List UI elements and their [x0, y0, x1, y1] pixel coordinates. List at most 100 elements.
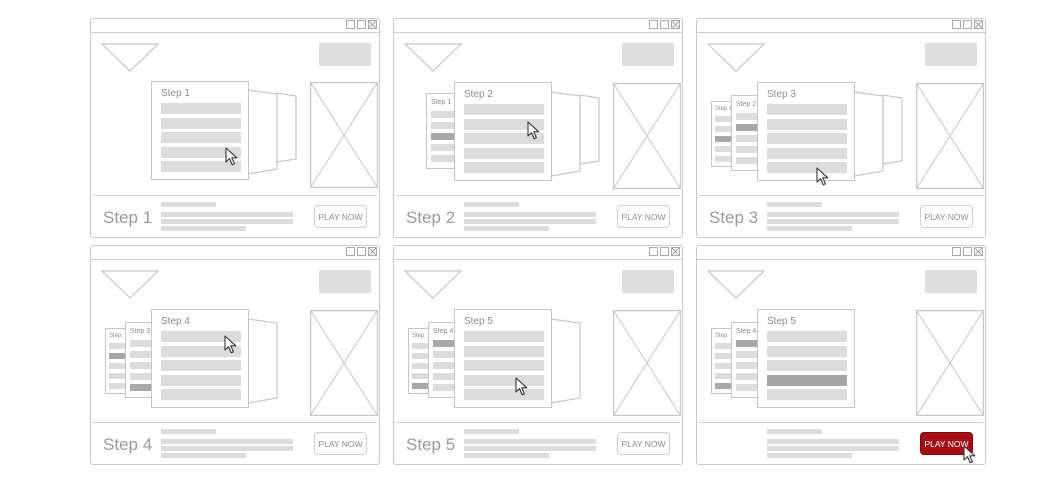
- window-maximize-icon[interactable]: [660, 20, 669, 29]
- window-minimize-icon[interactable]: [952, 20, 961, 29]
- play-now-button-active[interactable]: PLAY NOW: [920, 432, 973, 455]
- step-panel-final: Step Step 4 Step 5 PLAY NOW: [696, 245, 986, 465]
- play-now-button[interactable]: PLAY NOW: [920, 205, 973, 228]
- card-line: [161, 331, 241, 342]
- header-placeholder-button[interactable]: [925, 43, 977, 66]
- window-close-icon[interactable]: [368, 20, 377, 29]
- footer-line: [464, 429, 519, 434]
- next-card-preview: [247, 89, 278, 175]
- next-card-preview: [550, 318, 581, 404]
- image-placeholder-icon: [916, 310, 984, 416]
- card-line: [464, 360, 544, 371]
- triangle-logo-icon: [707, 43, 765, 72]
- previous-step-card[interactable]: Step 1: [426, 93, 456, 169]
- active-step-card[interactable]: Step 2: [454, 82, 552, 181]
- triangle-logo-icon: [404, 270, 462, 299]
- card-line: [767, 104, 847, 115]
- previous-step-card[interactable]: Step 4: [428, 322, 458, 398]
- previous-card-title: Step 4: [736, 328, 757, 335]
- window-maximize-icon[interactable]: [963, 247, 972, 256]
- header-placeholder-button[interactable]: [622, 270, 674, 293]
- card-line: [161, 161, 241, 172]
- play-now-button[interactable]: PLAY NOW: [617, 205, 670, 228]
- triangle-logo-icon: [101, 270, 159, 299]
- panel-footer: Step 4 PLAY NOW: [93, 422, 377, 463]
- card-line-selected: [431, 133, 455, 140]
- card-line: [431, 155, 455, 162]
- card-line: [431, 111, 455, 118]
- previous-step-card[interactable]: Step 2: [731, 95, 761, 171]
- panel-footer: Step 2 PLAY NOW: [396, 195, 680, 236]
- previous-card-title: Step 4: [433, 328, 454, 335]
- previous-step-card[interactable]: Step 3: [125, 322, 155, 398]
- header-placeholder-button[interactable]: [925, 270, 977, 293]
- window-close-icon[interactable]: [368, 247, 377, 256]
- card-line: [464, 148, 544, 159]
- step-label: Step 2: [406, 208, 456, 227]
- step-panel-2: Step 1 Step 2 Step 2 PLAY NOW: [393, 18, 683, 238]
- card-line: [161, 389, 241, 400]
- active-step-card[interactable]: Step 1: [151, 81, 249, 180]
- window-minimize-icon[interactable]: [346, 20, 355, 29]
- step-panel-5: Step Step 4 Step 5 Step 5 PLAY NOW: [393, 245, 683, 465]
- play-now-button[interactable]: PLAY NOW: [617, 432, 670, 455]
- window-close-icon[interactable]: [974, 247, 983, 256]
- card-line: [161, 118, 241, 129]
- card-line: [161, 360, 241, 371]
- next-card-preview: [853, 91, 884, 177]
- footer-line: [161, 212, 293, 217]
- window-titlebar: [697, 246, 985, 260]
- active-step-card[interactable]: Step 4: [151, 309, 249, 408]
- window-minimize-icon[interactable]: [346, 247, 355, 256]
- window-minimize-icon[interactable]: [649, 247, 658, 256]
- header-placeholder-button[interactable]: [622, 43, 674, 66]
- triangle-logo-icon: [101, 43, 159, 72]
- window-maximize-icon[interactable]: [357, 247, 366, 256]
- header-placeholder-button[interactable]: [319, 43, 371, 66]
- footer-line: [464, 212, 596, 217]
- card-line-selected: [715, 383, 735, 389]
- card-title: Step 5: [464, 316, 493, 327]
- active-step-card[interactable]: Step 3: [757, 82, 855, 181]
- footer-line: [767, 226, 852, 231]
- card-line-selected: [767, 375, 847, 386]
- footer-line: [767, 212, 899, 217]
- card-line: [433, 384, 457, 391]
- active-step-card[interactable]: Step 5: [454, 309, 552, 408]
- window-minimize-icon[interactable]: [649, 20, 658, 29]
- mouse-pointer-icon: [225, 147, 238, 166]
- footer-line: [464, 202, 519, 207]
- window-close-icon[interactable]: [671, 20, 680, 29]
- older-card-title: Step: [412, 333, 425, 339]
- header-placeholder-button[interactable]: [319, 270, 371, 293]
- next-card-preview: [550, 91, 581, 177]
- previous-card-title: Step 1: [431, 99, 452, 106]
- window-titlebar: [394, 246, 682, 260]
- active-step-card[interactable]: Step 5: [757, 309, 855, 408]
- footer-line: [161, 453, 246, 458]
- window-maximize-icon[interactable]: [660, 247, 669, 256]
- card-line: [412, 353, 432, 359]
- window-close-icon[interactable]: [974, 20, 983, 29]
- card-line: [412, 343, 432, 349]
- footer-line: [464, 439, 596, 444]
- previous-step-card[interactable]: Step 4: [731, 322, 761, 398]
- play-now-button[interactable]: PLAY NOW: [314, 432, 367, 455]
- card-line: [161, 147, 241, 158]
- window-maximize-icon[interactable]: [357, 20, 366, 29]
- step-label: Step 1: [103, 208, 153, 227]
- window-close-icon[interactable]: [671, 247, 680, 256]
- card-line: [715, 353, 735, 359]
- card-line: [767, 148, 847, 159]
- window-titlebar: [91, 246, 379, 260]
- window-minimize-icon[interactable]: [952, 247, 961, 256]
- next-card-preview-far: [579, 94, 600, 165]
- card-line: [736, 362, 760, 369]
- card-line: [715, 156, 735, 162]
- window-maximize-icon[interactable]: [963, 20, 972, 29]
- window-titlebar: [394, 19, 682, 33]
- play-now-button[interactable]: PLAY NOW: [314, 205, 367, 228]
- card-line: [464, 389, 544, 400]
- step-label: Step 4: [103, 435, 153, 454]
- card-line: [109, 343, 129, 349]
